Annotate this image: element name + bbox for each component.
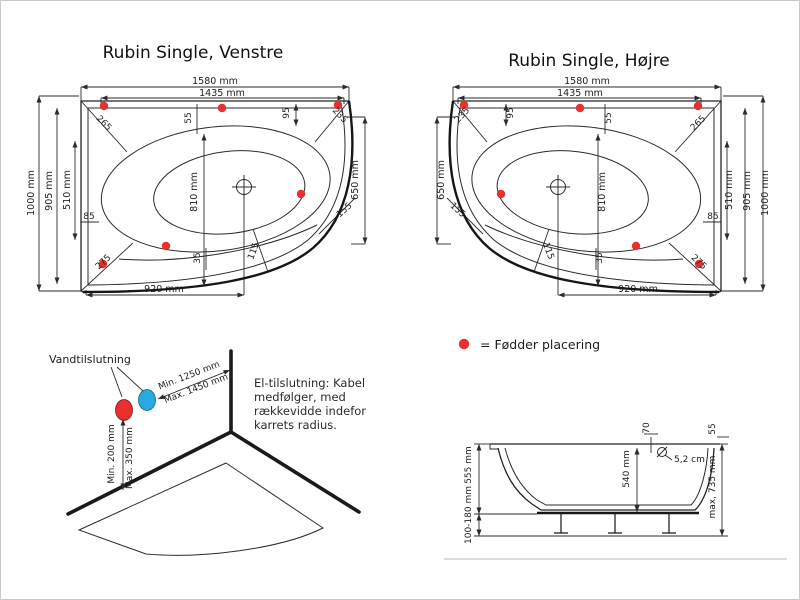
dim-1000: 1000 mm — [760, 170, 771, 216]
dim-235: 235 — [453, 106, 472, 125]
tub-feet — [554, 513, 676, 534]
dim-155: 155 — [335, 201, 354, 220]
dim-265: 265 — [94, 114, 113, 133]
dim-920: 920 mm — [144, 284, 184, 295]
electrical-line4: karrets radius. — [254, 418, 337, 432]
dim-95: 95 — [506, 107, 516, 118]
side-view-dims: 555 mm 100-180 mm 540 mm 70 55 5,2 cm ma… — [464, 422, 729, 544]
dim-1000: 1000 mm — [26, 170, 37, 216]
dim-235: 235 — [330, 106, 349, 125]
dim-1580: 1580 mm — [192, 76, 238, 87]
electrical-line2: medfølger, med — [254, 390, 346, 404]
venstre-dim-labels: 1580 mm 1435 mm 1000 mm 905 mm 510 mm 81… — [26, 76, 361, 295]
dim-70: 70 — [642, 422, 652, 434]
height-min: Min. 200 mm — [107, 424, 117, 483]
water-label: Vandtilslutning — [49, 353, 131, 366]
side-view-diagram: 555 mm 100-180 mm 540 mm 70 55 5,2 cm ma… — [444, 422, 787, 560]
dim-55: 55 — [184, 112, 194, 123]
dim-920: 920 mm — [618, 284, 658, 295]
water-connection-blue — [138, 389, 156, 411]
dim-275: 275 — [689, 253, 708, 272]
dim-510: 510 mm — [62, 170, 73, 210]
dim-55: 55 — [604, 112, 614, 123]
dim-115: 115 — [540, 242, 555, 262]
dim-35: 35 — [595, 252, 605, 263]
dim-810: 810 mm — [597, 172, 608, 212]
water-connection-red — [115, 399, 133, 421]
dim-85: 85 — [707, 212, 718, 222]
dim-650: 650 mm — [350, 160, 361, 200]
dim-265: 265 — [689, 114, 708, 133]
dim-1435: 1435 mm — [199, 88, 245, 99]
dim-905: 905 mm — [742, 171, 753, 211]
dim-85: 85 — [83, 212, 94, 222]
height-max: Max. 350 mm — [125, 427, 135, 489]
overflow-symbol — [656, 446, 673, 461]
legend-red-dot — [458, 338, 470, 350]
side-view-body — [489, 443, 720, 534]
dim-275: 275 — [94, 253, 113, 272]
dim-115: 115 — [246, 242, 261, 262]
dim-1580: 1580 mm — [564, 76, 610, 87]
tub-floor-outline — [77, 462, 324, 556]
venstre-title: Rubin Single, Venstre — [103, 43, 284, 63]
dim-810: 810 mm — [189, 172, 200, 212]
electrical-note: El-tilslutning: Kabel medfølger, med ræk… — [254, 376, 366, 432]
dim-55-side: 55 — [708, 423, 718, 434]
dim-905: 905 mm — [44, 171, 55, 211]
dim-1435: 1435 mm — [557, 88, 603, 99]
dim-510: 510 mm — [724, 170, 735, 210]
electrical-line3: rækkevidde indefor — [254, 404, 366, 418]
dim-overflow-diameter: 5,2 cm — [674, 455, 705, 465]
dim-540: 540 mm — [622, 450, 632, 488]
hojre-title: Rubin Single, Højre — [508, 51, 670, 71]
dim-max-735: max, 735 mm — [708, 456, 718, 519]
feet-legend: = Fødder placering — [458, 337, 600, 352]
dim-650: 650 mm — [436, 160, 447, 200]
corner-walls — [66, 349, 361, 516]
dim-100-180: 100-180 mm — [464, 486, 474, 544]
dim-555: 555 mm — [464, 446, 474, 484]
electrical-line1: El-tilslutning: Kabel — [254, 376, 365, 390]
dim-95: 95 — [282, 107, 292, 118]
hojre-diagram: Rubin Single, Højre 1580 mm 1435 mm 1000… — [436, 51, 771, 295]
legend-label: = Fødder placering — [480, 337, 600, 352]
dim-35: 35 — [193, 252, 203, 263]
venstre-diagram: Rubin Single, Venstre 1580 mm 1435 mm 10… — [26, 43, 365, 295]
